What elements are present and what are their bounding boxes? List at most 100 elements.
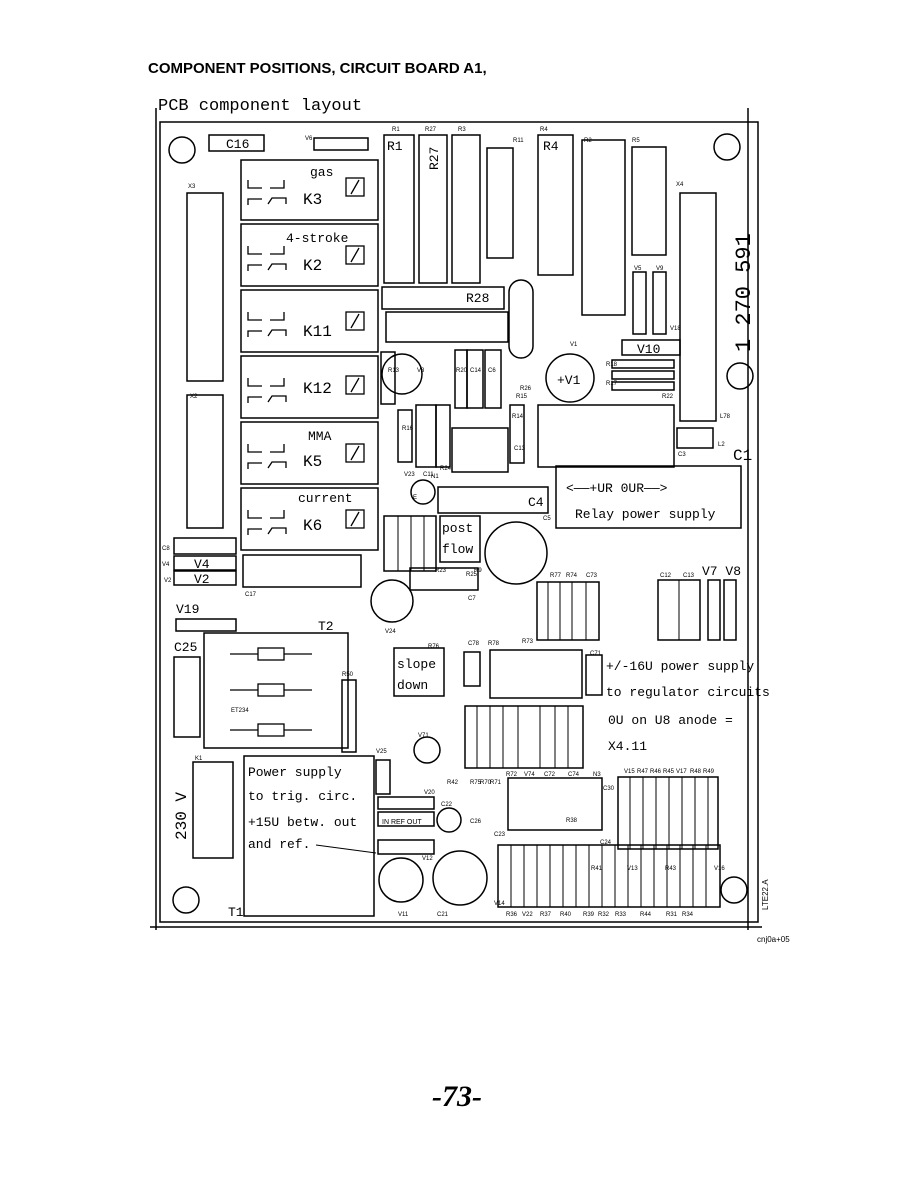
- v3-transistor: [381, 353, 423, 395]
- slope-down-block: [393, 647, 445, 697]
- c25-label: C25: [174, 640, 197, 655]
- resistor-array: [383, 515, 437, 572]
- c13-capacitor: [435, 404, 451, 468]
- designator-v74: V74: [524, 772, 535, 778]
- designator-r71: R71: [490, 780, 502, 786]
- designator-r38: R38: [566, 818, 578, 824]
- c1-capacitor: [537, 404, 675, 468]
- designator-r18: R18: [606, 362, 618, 368]
- trig-note-line4: and ref.: [248, 837, 310, 852]
- r15-resistor: [509, 404, 525, 464]
- c17-capacitor: [242, 554, 362, 588]
- designator-v3: V3: [417, 368, 425, 374]
- mounting-hole: [713, 133, 741, 161]
- supply-note-line2: to regulator circuits: [606, 685, 770, 700]
- designator-v6: V6: [305, 136, 313, 142]
- v11-capacitor: [378, 857, 424, 903]
- r27-label: R27: [427, 147, 442, 170]
- r3-resistor: [451, 134, 481, 284]
- v71-transistor: [413, 736, 441, 764]
- post-flow-block: [439, 515, 481, 563]
- r28-resistor: [381, 286, 505, 310]
- c22-capacitor: [436, 807, 462, 833]
- designator-r22: R22: [662, 394, 674, 400]
- v26-component: [508, 279, 534, 359]
- relay-k5-caption: MMA: [308, 429, 332, 444]
- designator-n1: N1: [431, 474, 439, 480]
- r27-resistor: [418, 134, 448, 284]
- designator-r11: R11: [513, 138, 524, 144]
- e-component: [410, 479, 436, 505]
- supply-note-line1: +/-16U power supply: [606, 659, 754, 674]
- c14-capacitor: [466, 349, 484, 409]
- designator-v16: V16: [714, 866, 725, 872]
- supply-note-line4: X4.11: [608, 739, 647, 754]
- designator-r74: R74: [566, 573, 578, 579]
- designator-k1: K1: [195, 756, 203, 762]
- designator-r23: R23: [435, 568, 447, 574]
- designator-r27: R27: [425, 127, 437, 133]
- designator-c11: C11: [423, 472, 434, 478]
- designator-r25: R25: [466, 572, 478, 578]
- designator-r72: R72: [506, 772, 518, 778]
- designator-c73: C73: [586, 573, 598, 579]
- relay-k6-caption: current: [298, 491, 353, 506]
- designator-c78: C78: [468, 641, 480, 647]
- designator-c14: C14: [470, 368, 482, 374]
- relay-k12-id: K12: [303, 380, 332, 398]
- designator-r1: R1: [392, 127, 400, 133]
- designator-n3: N3: [593, 772, 601, 778]
- designator-v25: V25: [376, 749, 387, 755]
- designator-r43: R43: [665, 866, 677, 872]
- designator-c22: C22: [441, 802, 453, 808]
- designator-v9: V9: [656, 266, 664, 272]
- c78-capacitor: [463, 651, 481, 687]
- n3-ic: [507, 777, 603, 831]
- r2-ic: [581, 139, 626, 316]
- relay-supply-top: <——+UR 0UR——>: [566, 481, 668, 496]
- designator-c8: C8: [162, 546, 170, 552]
- r4-label: R4: [543, 139, 559, 154]
- designator-r76: R76: [428, 644, 440, 650]
- designator-c6: C6: [488, 368, 496, 374]
- r1-resistor: [383, 134, 415, 284]
- x3-connector: [186, 192, 224, 382]
- slope-down-line2: down: [397, 678, 428, 693]
- designator-r24: R24: [440, 466, 452, 472]
- designator-r46: R46: [650, 769, 662, 775]
- relay-block: [240, 159, 379, 551]
- r22-resistor: [611, 381, 675, 391]
- designator-r45: R45: [663, 769, 675, 775]
- relay-k11-id: K11: [303, 323, 332, 341]
- r77-r74-c73-group: [536, 581, 600, 641]
- relay-power-supply-block: [555, 465, 742, 529]
- relay-k3-caption: gas: [310, 165, 333, 180]
- r4-resistor: [537, 134, 574, 276]
- t2-label: T2: [318, 619, 334, 634]
- designator-r47: R47: [637, 769, 649, 775]
- designator-c21: C21: [437, 912, 449, 918]
- part-number: 1 270 591: [732, 233, 757, 352]
- designator-r49: R49: [703, 769, 715, 775]
- c16-label: C16: [226, 137, 249, 152]
- v9-diode: [652, 271, 667, 335]
- mounting-hole: [726, 362, 754, 390]
- designator-r33: R33: [615, 912, 627, 918]
- designator-c72: C72: [544, 772, 556, 778]
- designator-r16: R16: [402, 426, 414, 432]
- v10-label: V10: [637, 342, 660, 357]
- ref-leader-line: [315, 844, 377, 854]
- designator-v13: V13: [627, 866, 638, 872]
- c25-capacitor: [173, 656, 201, 738]
- v19-component: [175, 618, 237, 632]
- designator-r2: R2: [584, 138, 592, 144]
- n78-ic: [489, 649, 583, 699]
- designator-v15: V15: [624, 769, 635, 775]
- c5-electrolytic: [484, 521, 548, 585]
- designator-c5: C5: [543, 516, 551, 522]
- designator-v71: V71: [418, 733, 429, 739]
- r14-resistor: [415, 404, 437, 468]
- pcb-layout-label: PCB component layout: [158, 97, 363, 116]
- k1-connector: [192, 761, 234, 859]
